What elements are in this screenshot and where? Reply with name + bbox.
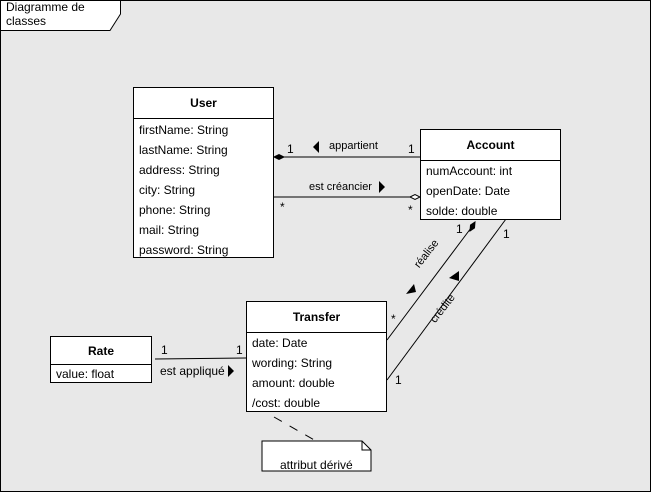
class-user[interactable]: User firstName: String lastName: String … <box>133 87 274 258</box>
multiplicity: * <box>391 312 396 326</box>
class-user-attribute: city: String <box>139 183 196 197</box>
class-rate-attribute: value: float <box>56 367 115 381</box>
class-user-attribute: lastName: String <box>139 143 228 157</box>
class-account[interactable]: Account numAccount: int openDate: Date s… <box>420 129 561 220</box>
multiplicity: 1 <box>161 343 168 357</box>
aggregation-diamond <box>408 193 422 201</box>
credite-arrow <box>449 271 459 281</box>
class-user-attribute: password: String <box>139 243 229 257</box>
class-transfer-attribute: amount: double <box>252 376 335 390</box>
multiplicity: 1 <box>287 142 294 156</box>
association-label-appartient: appartient <box>329 140 378 152</box>
note-shape <box>261 440 372 472</box>
note-fold <box>361 441 371 451</box>
association-label-creancier: est créancier <box>309 181 372 193</box>
note-connector <box>273 416 317 442</box>
multiplicity: 1 <box>408 142 415 156</box>
class-user-attribute: phone: String <box>139 203 211 217</box>
class-account-attribute: solde: double <box>426 204 498 218</box>
multiplicity: 1 <box>236 343 243 357</box>
multiplicity: 1 <box>503 227 510 241</box>
credite-line <box>386 218 507 381</box>
multiplicity: * <box>280 200 285 214</box>
realise-arrow <box>406 284 416 294</box>
class-rate-name: Rate <box>51 337 151 365</box>
creancier-arrow <box>379 181 385 193</box>
realise-diamond <box>469 221 476 232</box>
class-user-attribute: mail: String <box>139 223 200 237</box>
class-transfer-attribute: /cost: double <box>252 396 321 410</box>
class-user-attribute: address: String <box>139 163 220 177</box>
class-account-attribute: numAccount: int <box>426 164 513 178</box>
class-account-attribute: openDate: Date <box>426 184 511 198</box>
multiplicity: * <box>408 203 413 217</box>
class-transfer-name: Transfer <box>247 302 386 333</box>
applique-line <box>154 357 247 360</box>
appartient-arrow <box>313 141 319 153</box>
class-transfer-attribute: wording: String <box>252 356 333 370</box>
frame-tab <box>0 0 121 31</box>
frame-title: Diagramme de classes <box>6 0 85 28</box>
class-account-name: Account <box>421 130 560 161</box>
association-label-applique: est appliqué <box>160 364 225 378</box>
multiplicity: 1 <box>395 373 402 387</box>
class-transfer[interactable]: Transfer date: Date wording: String amou… <box>246 301 387 412</box>
applique-arrow <box>228 365 234 377</box>
composition-diamond <box>272 153 286 161</box>
class-transfer-attribute: date: Date <box>252 336 308 350</box>
realise-line <box>386 227 472 341</box>
class-user-name: User <box>134 88 273 119</box>
class-rate[interactable]: Rate value: float <box>50 336 152 383</box>
multiplicity: 1 <box>456 222 463 236</box>
class-user-attribute: firstName: String <box>139 123 229 137</box>
note-text: attribut dérivé <box>280 458 353 472</box>
